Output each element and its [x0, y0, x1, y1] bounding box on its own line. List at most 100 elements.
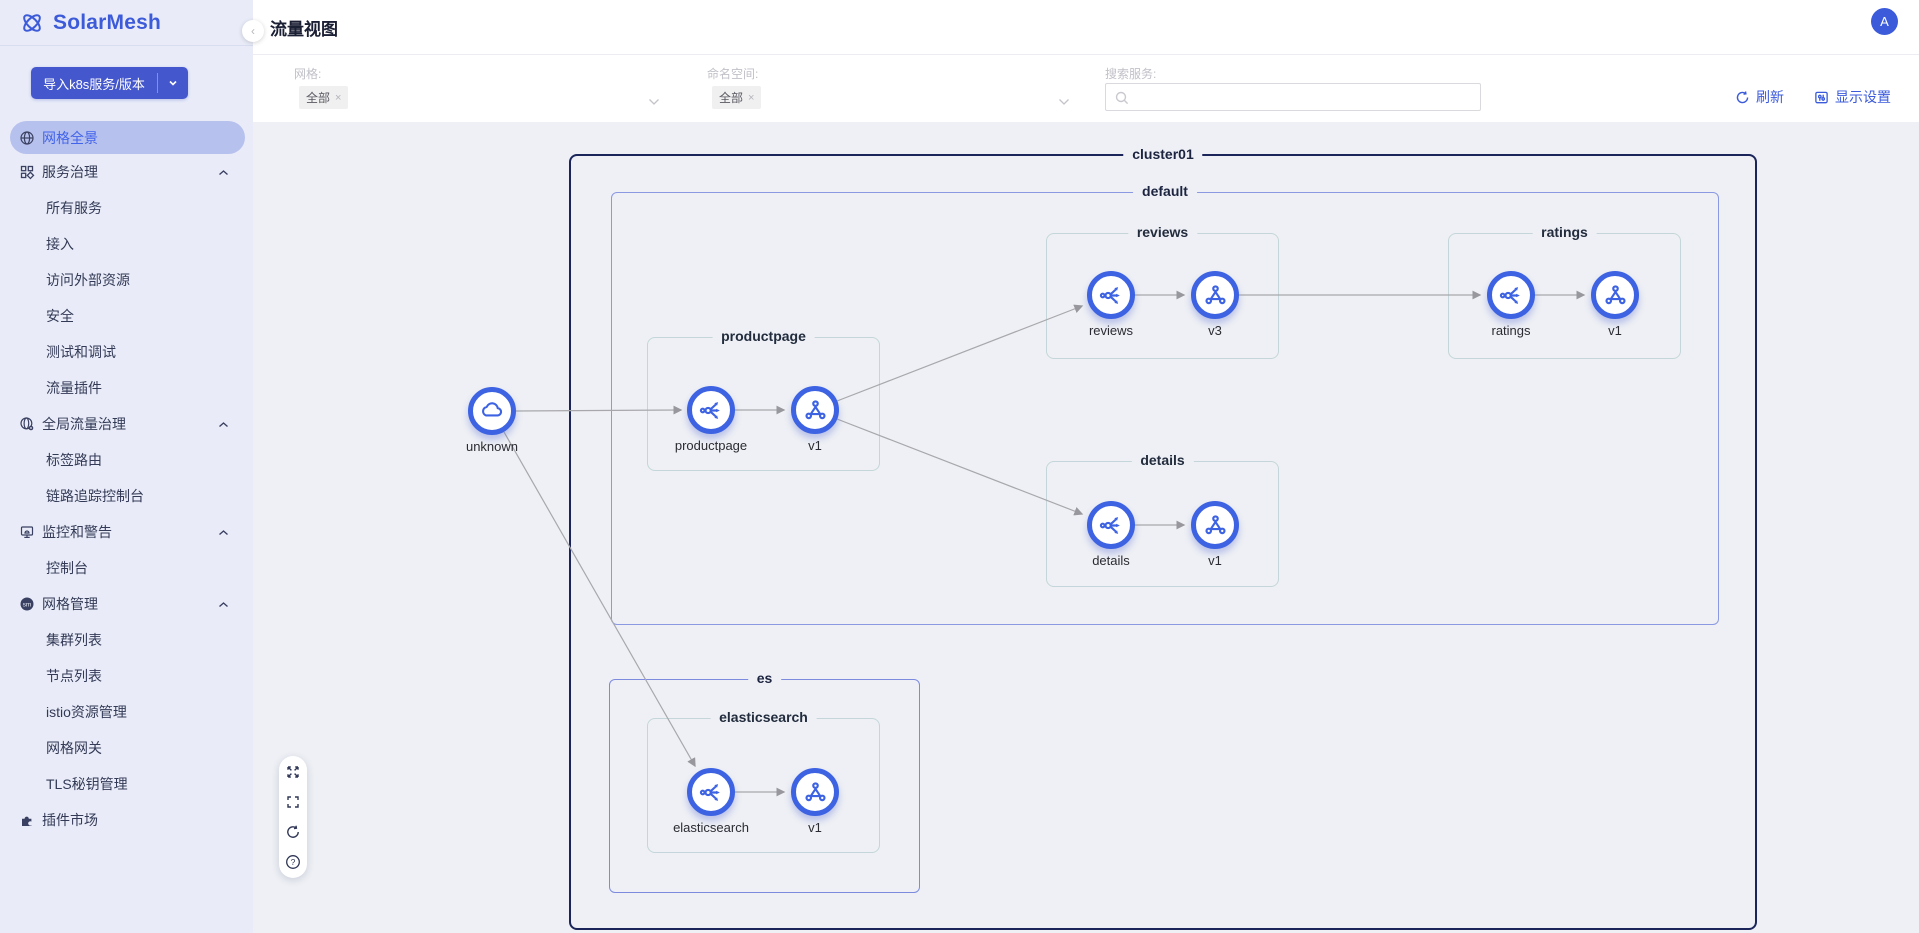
help-button[interactable]: ?: [285, 854, 301, 870]
sidebar-nav: 网格全景 服务治理 所有服务 接入 访问外部资源 安全 测试和调试 流量插件 全…: [0, 121, 253, 838]
sidebar-item-external-resources[interactable]: 访问外部资源: [46, 272, 130, 288]
mesh-select-chevron-icon[interactable]: [648, 93, 660, 111]
node-label-elasticsearch: elasticsearch: [673, 820, 749, 835]
node-elasticsearch[interactable]: [687, 768, 735, 816]
remove-tag-icon[interactable]: ×: [335, 91, 342, 104]
topology-canvas[interactable]: cluster01 default es productpage reviews rati…: [253, 122, 1919, 933]
collapse-chevron-icon[interactable]: [218, 416, 229, 432]
button-divider: [157, 73, 158, 93]
sidebar-item-monitoring-alerts[interactable]: 监控和警告: [0, 514, 253, 550]
filter-bar: 网格: 全部 × 命名空间: 全部 × 搜索服务: 刷新 显示设置: [253, 55, 1919, 122]
topology-box-es: es: [609, 670, 920, 893]
remove-tag-icon[interactable]: ×: [748, 91, 755, 104]
plugin-icon: [19, 812, 35, 828]
sidebar-item-istio-resources[interactable]: istio资源管理: [46, 704, 127, 720]
topology-box-details-group[interactable]: details: [1046, 452, 1279, 587]
sidebar-item-test-debug[interactable]: 测试和调试: [46, 344, 116, 360]
main-area: ‹ 流量视图 A 网格: 全部 × 命名空间: 全部 × 搜索服务: 刷新: [242, 0, 1919, 933]
node-reviews[interactable]: [1087, 271, 1135, 319]
node-details-v1[interactable]: [1191, 501, 1239, 549]
refresh-icon: [1736, 90, 1749, 103]
collapse-chevron-icon[interactable]: [218, 164, 229, 180]
sidebar-item-mesh-admin[interactable]: sm 网格管理: [0, 586, 253, 622]
node-label-unknown: unknown: [465, 439, 519, 454]
sidebar-item-console[interactable]: 控制台: [46, 560, 88, 576]
node-label-productpage-v1: v1: [808, 438, 822, 453]
namespace-filter-label: 命名空间:: [707, 67, 759, 81]
sidebar-item-service-governance[interactable]: 服务治理: [0, 154, 253, 190]
workload-icon: [1602, 282, 1629, 309]
reload-canvas-button[interactable]: [285, 824, 301, 840]
sidebar-item-node-list[interactable]: 节点列表: [46, 668, 102, 684]
refresh-button[interactable]: 刷新: [1735, 87, 1784, 107]
collapse-sidebar-button[interactable]: ‹: [242, 20, 264, 42]
sidebar: SolarMesh 导入k8s服务/版本 网格全景 服务治理 所有服务 接入 访…: [0, 0, 253, 933]
service-icon: [1098, 512, 1125, 539]
box-label: ratings: [1532, 224, 1597, 240]
mesh-filter-tag[interactable]: 全部 ×: [299, 86, 349, 109]
sidebar-item-access[interactable]: 接入: [46, 236, 74, 252]
sidebar-item-label-routing[interactable]: 标签路由: [46, 452, 102, 468]
node-productpage-v1[interactable]: [791, 386, 839, 434]
node-reviews-v3[interactable]: [1191, 271, 1239, 319]
sidebar-item-mesh-gateway[interactable]: 网格网关: [46, 740, 102, 756]
sidebar-item-traffic-plugins[interactable]: 流量插件: [46, 380, 102, 396]
search-input[interactable]: [1134, 84, 1474, 110]
import-dropdown-chevron-icon[interactable]: [158, 78, 188, 88]
service-governance-icon: [19, 164, 35, 180]
sidebar-item-cluster-list[interactable]: 集群列表: [46, 632, 102, 648]
sidebar-item-plugin-market[interactable]: 插件市场: [0, 802, 253, 838]
sidebar-item-mesh-overview[interactable]: 网格全景: [10, 121, 245, 154]
box-label: cluster01: [1123, 146, 1203, 162]
collapse-chevron-icon[interactable]: [218, 596, 229, 612]
sidebar-item-global-traffic[interactable]: 全局流量治理: [0, 406, 253, 442]
service-icon: [698, 779, 725, 806]
namespace-filter-tag[interactable]: 全部 ×: [712, 86, 762, 109]
display-settings-button[interactable]: 显示设置: [1814, 87, 1891, 107]
service-icon: [1498, 282, 1525, 309]
node-label-reviews-v3: v3: [1208, 323, 1222, 338]
node-label-ratings-v1: v1: [1608, 323, 1622, 338]
workload-icon: [1202, 282, 1229, 309]
mesh-filter-label: 网格:: [294, 67, 322, 81]
node-label-ratings: ratings: [1491, 323, 1531, 338]
topology-box-default: default: [611, 183, 1719, 625]
import-k8s-button[interactable]: 导入k8s服务/版本: [31, 67, 188, 99]
sidebar-item-all-services[interactable]: 所有服务: [46, 200, 102, 216]
service-icon: [698, 397, 725, 424]
sidebar-item-tls-secrets[interactable]: TLS秘钥管理: [46, 776, 128, 792]
canvas-toolbar: ?: [279, 756, 307, 878]
topology-box-reviews-group[interactable]: reviews: [1046, 224, 1279, 359]
box-label: productpage: [712, 328, 815, 344]
display-settings-icon: [1815, 91, 1828, 103]
avatar[interactable]: A: [1871, 8, 1898, 35]
svg-text:?: ?: [291, 857, 296, 867]
logo: SolarMesh: [0, 0, 253, 46]
collapse-chevron-icon[interactable]: [218, 524, 229, 540]
fullscreen-button[interactable]: [285, 794, 301, 810]
node-ratings[interactable]: [1487, 271, 1535, 319]
box-label: reviews: [1127, 224, 1198, 240]
sidebar-item-security[interactable]: 安全: [46, 308, 74, 324]
node-unknown[interactable]: [468, 387, 516, 435]
node-ratings-v1[interactable]: [1591, 271, 1639, 319]
topology-box-elasticsearch-group[interactable]: elasticsearch: [647, 709, 880, 853]
solarmesh-logo-icon: [20, 11, 44, 35]
box-label: es: [747, 670, 782, 686]
mesh-admin-icon: sm: [19, 596, 35, 612]
workload-icon: [802, 397, 829, 424]
filter-actions: 刷新 显示设置: [1735, 87, 1891, 107]
node-label-details-v1: v1: [1208, 553, 1222, 568]
topology-box-productpage-group[interactable]: productpage: [647, 328, 880, 471]
page-title: 流量视图: [270, 20, 338, 39]
node-details[interactable]: [1087, 501, 1135, 549]
topology-box-ratings-group[interactable]: ratings: [1448, 224, 1681, 359]
namespace-select-chevron-icon[interactable]: [1058, 93, 1070, 111]
node-productpage[interactable]: [687, 386, 735, 434]
import-k8s-label: 导入k8s服务/版本: [43, 76, 145, 92]
node-elasticsearch-v1[interactable]: [791, 768, 839, 816]
fit-view-button[interactable]: [285, 764, 301, 780]
sidebar-item-tracing-console[interactable]: 链路追踪控制台: [46, 488, 144, 504]
globe-icon: [19, 130, 35, 146]
cloud-icon: [478, 397, 506, 425]
